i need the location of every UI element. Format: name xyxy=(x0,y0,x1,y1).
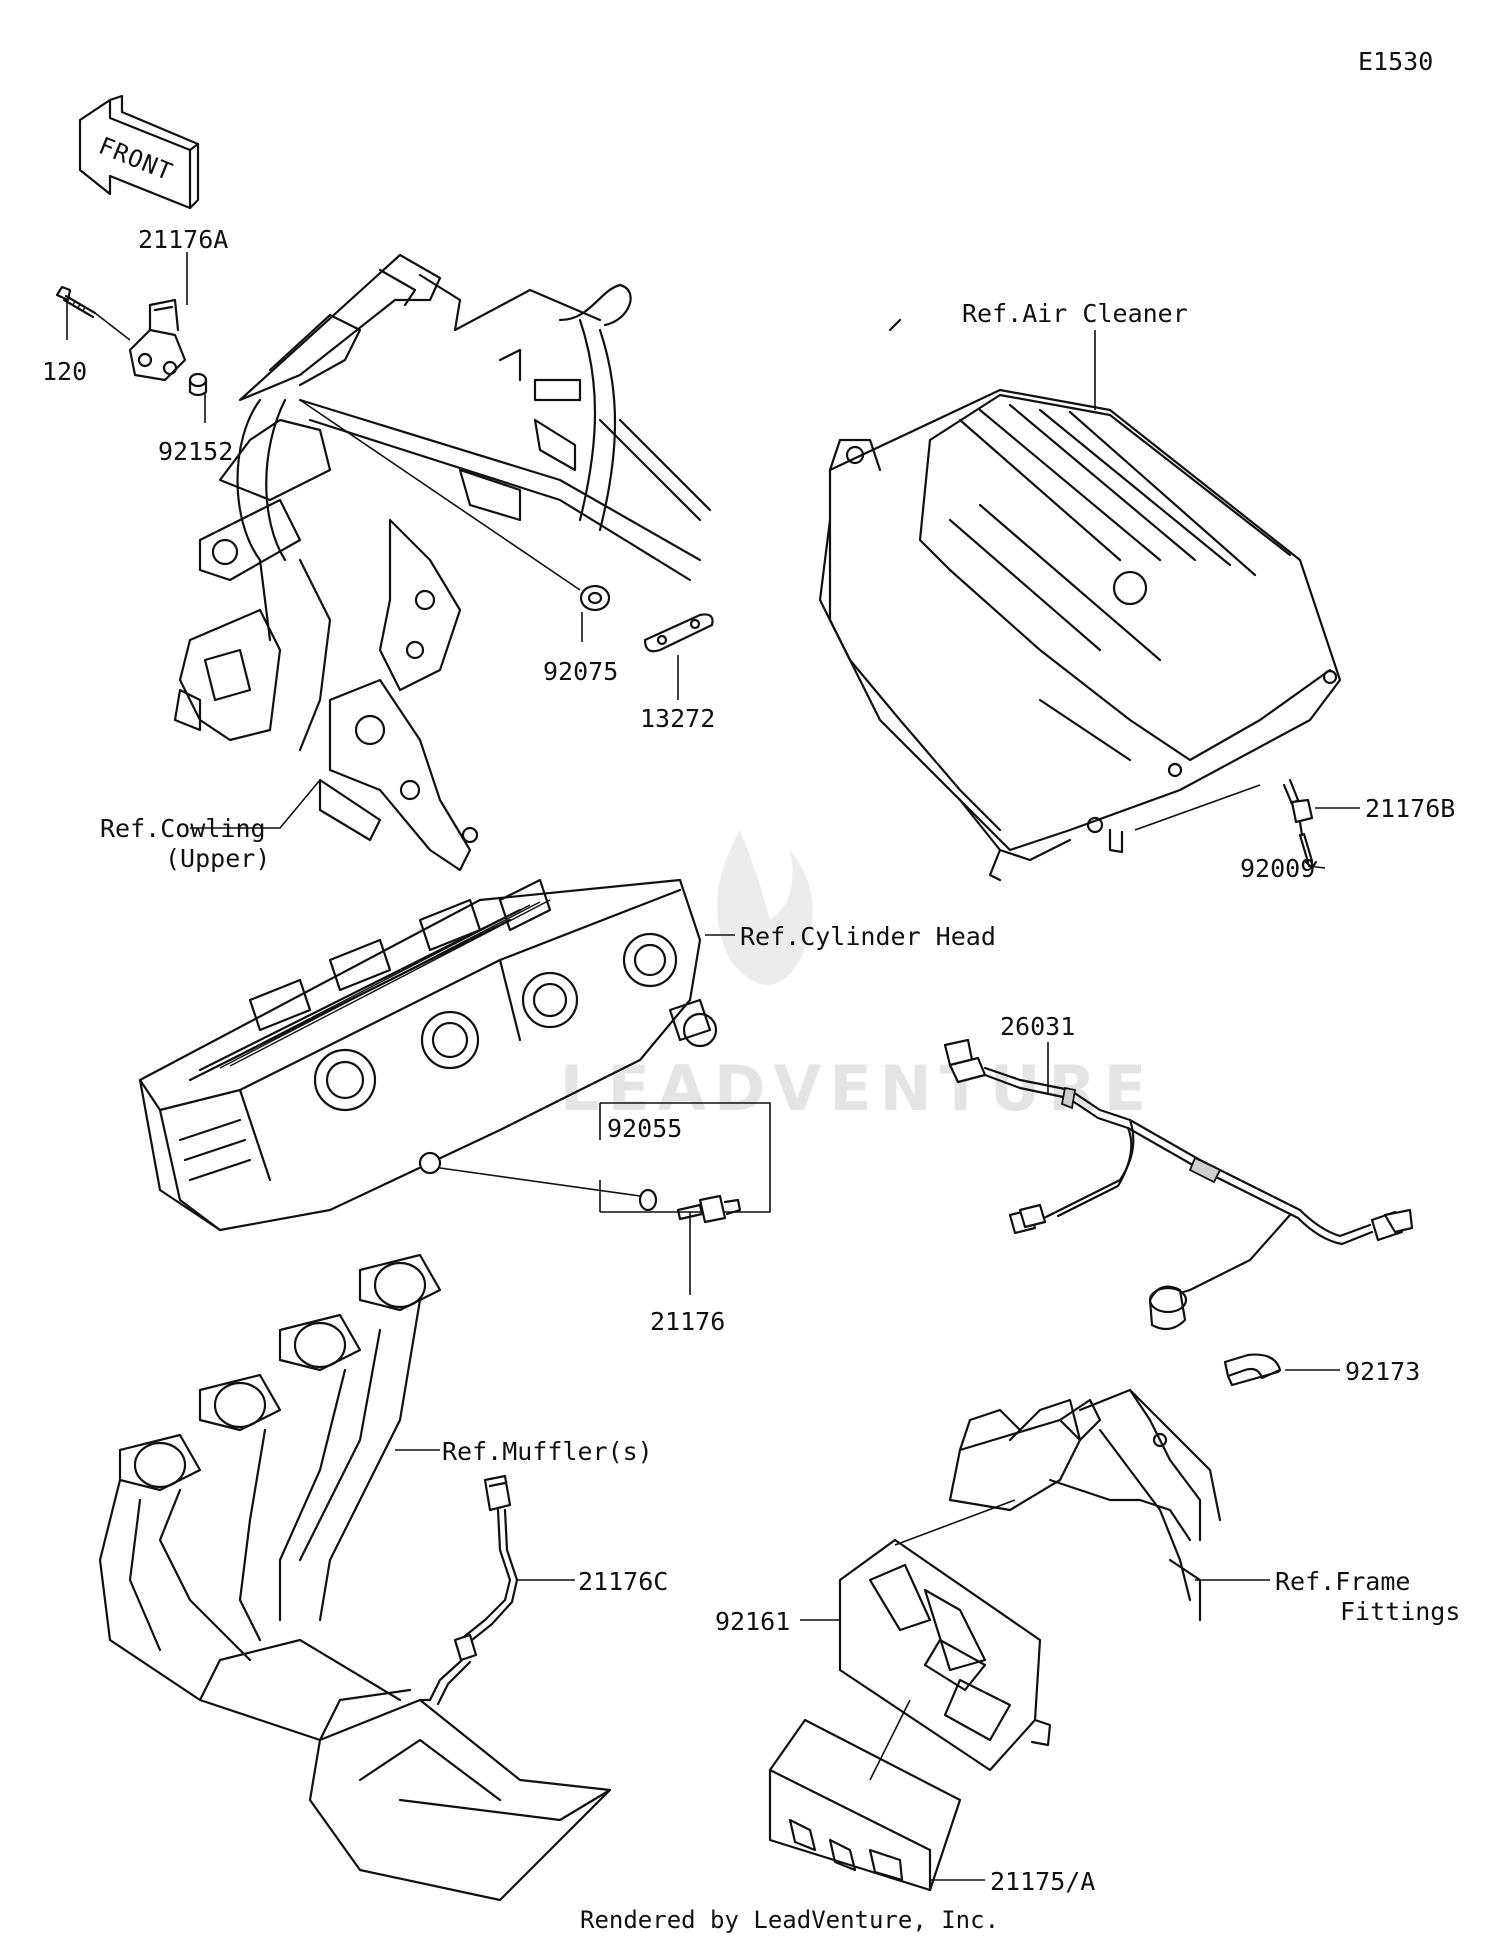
washer-92055 xyxy=(638,1188,658,1212)
ref-cylinder-head: Ref.Cylinder Head xyxy=(740,922,996,951)
cylinder-head xyxy=(138,878,718,1232)
ref-air-cleaner: Ref.Air Cleaner xyxy=(962,299,1188,328)
oxygen-sensor-21176C xyxy=(418,1474,519,1706)
footer-credit: Rendered by LeadVenture, Inc. xyxy=(580,1906,999,1934)
diagram-code: E1530 xyxy=(1358,47,1433,76)
label-92152[interactable]: 92152 xyxy=(158,437,233,466)
leader-lines xyxy=(66,252,1360,1881)
label-92161[interactable]: 92161 xyxy=(715,1607,790,1636)
label-21176B[interactable]: 21176B xyxy=(1365,794,1455,823)
sensor-21176A xyxy=(128,298,187,382)
frame-fittings-bracket xyxy=(948,1388,1222,1622)
ref-cowling-line2: (Upper) xyxy=(165,844,270,873)
air-cleaner-assembly xyxy=(818,318,1342,882)
front-arrow-icon: FRONT xyxy=(78,94,200,210)
label-21176A[interactable]: 21176A xyxy=(138,225,228,254)
bolt-120 xyxy=(55,285,97,319)
sensor-21176B xyxy=(1282,778,1314,837)
cowling-stay-frame xyxy=(173,253,712,872)
sensor-21176 xyxy=(676,1194,742,1224)
exhaust-headers xyxy=(98,1253,612,1902)
ecu-21175A xyxy=(768,1718,962,1892)
label-92055[interactable]: 92055 xyxy=(607,1114,682,1143)
watermark: LEADVENTURE xyxy=(560,830,1146,1125)
clamp-92173 xyxy=(1223,1353,1282,1387)
damper-92161 xyxy=(838,1538,1052,1772)
label-26031[interactable]: 26031 xyxy=(1000,1012,1075,1041)
label-92009[interactable]: 92009 xyxy=(1240,854,1315,883)
label-120[interactable]: 120 xyxy=(42,357,87,386)
label-13272[interactable]: 13272 xyxy=(640,704,715,733)
label-92075[interactable]: 92075 xyxy=(543,657,618,686)
grommet-92075 xyxy=(579,584,611,612)
ref-mufflers: Ref.Muffler(s) xyxy=(442,1437,653,1466)
ref-frame-line2: Fittings xyxy=(1340,1597,1460,1626)
label-21176[interactable]: 21176 xyxy=(650,1307,725,1336)
label-92173[interactable]: 92173 xyxy=(1345,1357,1420,1386)
wiring-harness-26031 xyxy=(943,1038,1414,1331)
plate-13272 xyxy=(643,613,714,653)
collar-92152 xyxy=(188,372,208,397)
sensor-box-21176 xyxy=(599,1102,771,1213)
ref-frame-line1: Ref.Frame xyxy=(1275,1567,1410,1596)
label-21175A[interactable]: 21175/A xyxy=(990,1867,1095,1896)
ref-cowling-line1: Ref.Cowling xyxy=(100,814,266,843)
label-21176C[interactable]: 21176C xyxy=(578,1567,668,1596)
screw-92009 xyxy=(1298,832,1318,870)
